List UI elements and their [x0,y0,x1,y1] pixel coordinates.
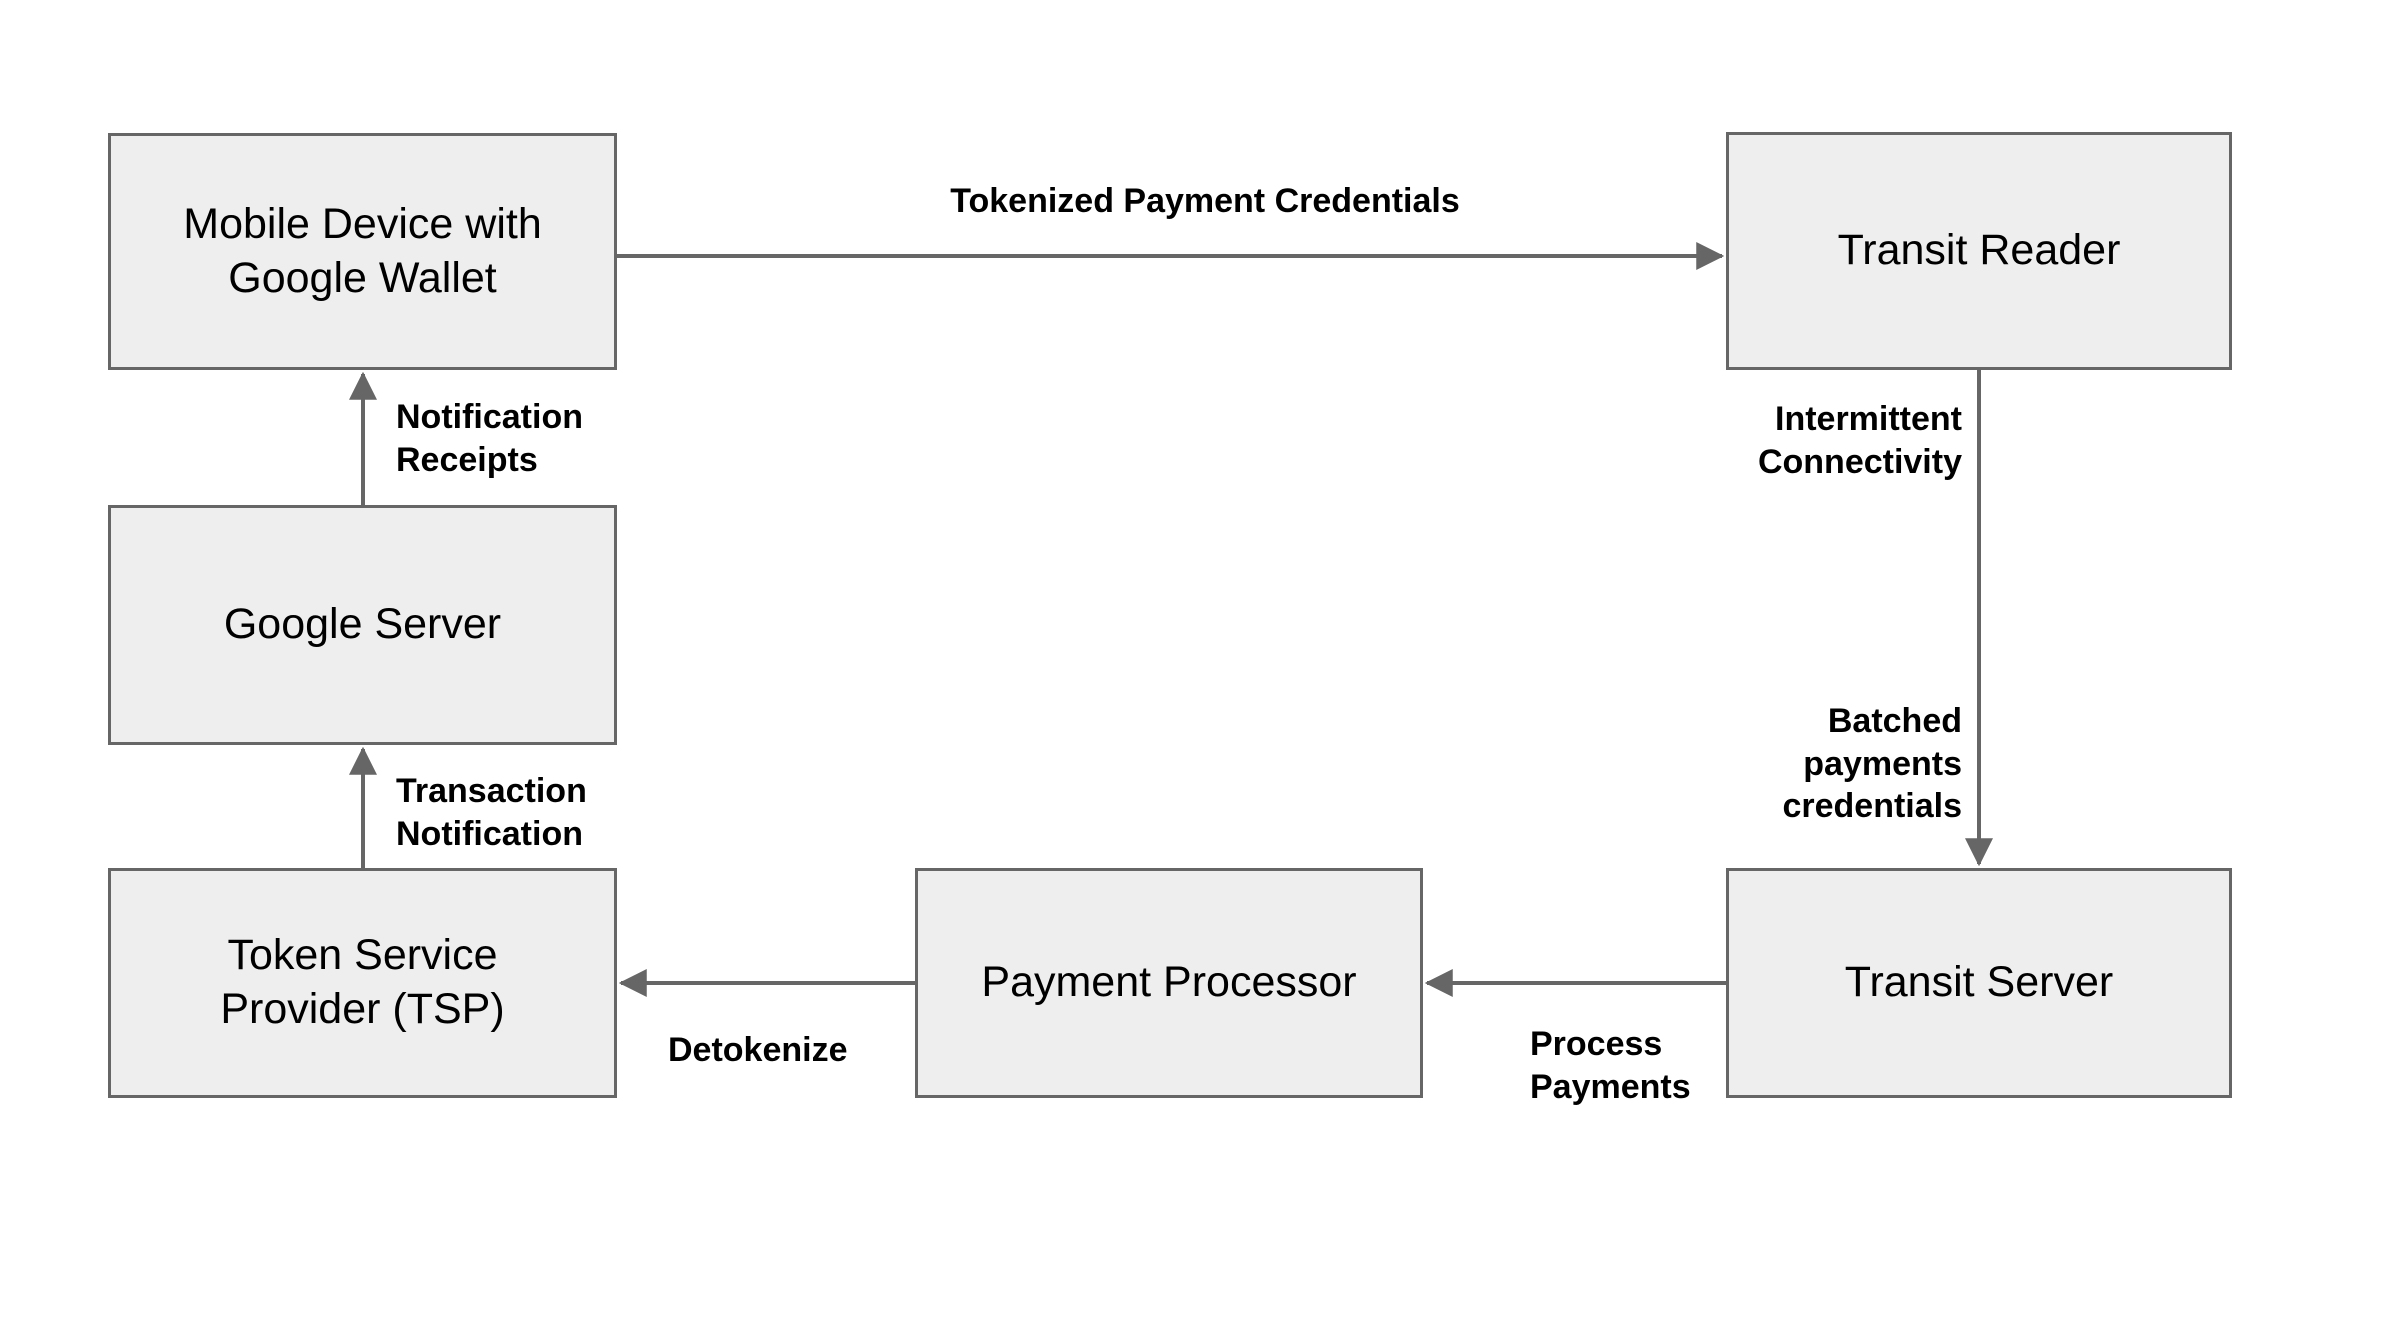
node-google-server[interactable]: Google Server [108,505,617,745]
edge-label-tokenized-payment-credentials: Tokenized Payment Credentials [950,182,1460,220]
edge-label-notification-receipts: Notification Receipts [396,398,583,479]
edge-label-intermittent-connectivity: Intermittent Connectivity [1757,400,1962,481]
node-transit-server[interactable]: Transit Server [1726,868,2232,1098]
node-transit-reader[interactable]: Transit Reader [1726,132,2232,370]
edge-label-process-payments: Process Payments [1530,1025,1691,1106]
edge-label-detokenize: Detokenize [668,1031,848,1069]
node-token-service-provider[interactable]: Token Service Provider (TSP) [108,868,617,1098]
node-mobile-device[interactable]: Mobile Device with Google Wallet [108,133,617,370]
node-payment-processor[interactable]: Payment Processor [915,868,1423,1098]
edge-label-transaction-notification: Transaction Notification [396,772,587,853]
edge-label-batched-payments-credentials: Batched payments credentials [1782,702,1962,825]
